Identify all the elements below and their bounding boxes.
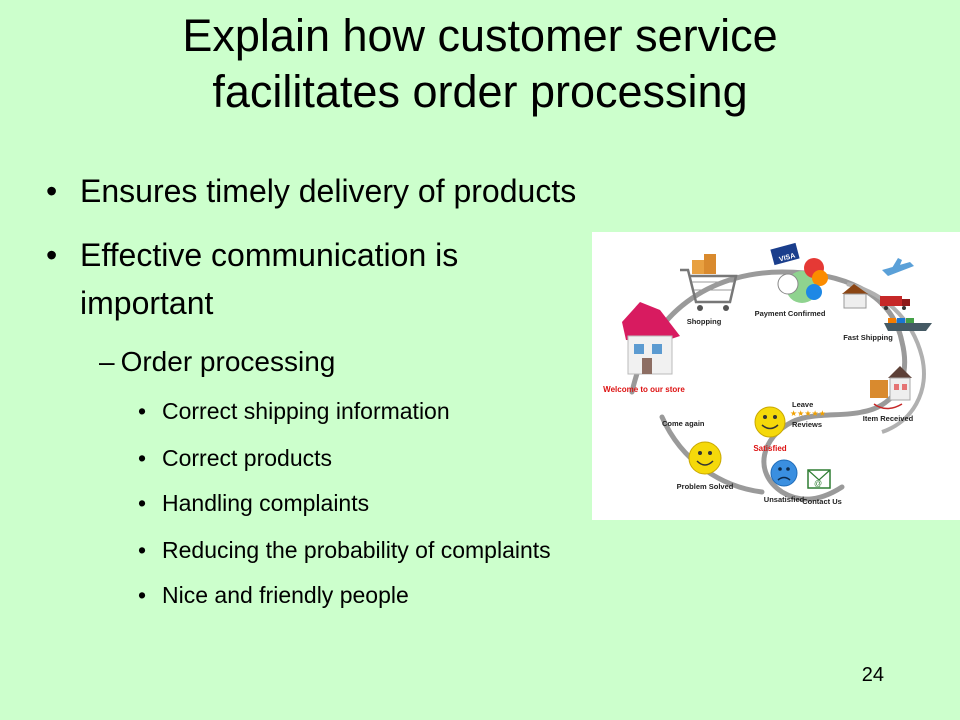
bullet-dot: • (138, 490, 147, 516)
order-cycle-diagram: Shopping VISA Payment Confirmed (592, 232, 960, 520)
label-reviews: Reviews (792, 420, 822, 429)
bullet-text-line-1: Effective communication is (80, 237, 459, 273)
bullet-dot: • (138, 582, 147, 608)
sub-bullet-dash: – (99, 346, 115, 377)
bullet-dot: • (138, 537, 147, 563)
at-symbol: @ (814, 479, 822, 488)
label-contact-us: Contact Us (802, 497, 842, 506)
loop-outer-path (846, 282, 926, 434)
rating-stars: ★★★★★ (790, 409, 826, 418)
slide-title: Explain how customer service facilitates… (60, 8, 900, 120)
item-received-icon (870, 366, 912, 410)
sub-sub-bullet-text: Correct shipping information (162, 398, 450, 424)
contact-envelope-icon: @ (807, 469, 831, 489)
sub-sub-bullet-text: Nice and friendly people (162, 582, 409, 608)
bullet-dot: • (46, 173, 58, 209)
label-item-received: Item Received (863, 414, 914, 423)
label-unsatisfied: Unsatisfied (764, 495, 805, 504)
shopping-cart-icon (680, 254, 738, 311)
cargo-ship-icon (884, 318, 932, 331)
bullet-text-line-2: important (80, 285, 214, 321)
label-shopping: Shopping (687, 317, 722, 326)
label-satisfied: Satisfied (753, 444, 786, 453)
label-come-again: Come again (662, 419, 705, 428)
smiley-satisfied-icon (754, 406, 786, 438)
label-payment-confirmed: Payment Confirmed (755, 309, 826, 318)
bullet-dot: • (46, 237, 58, 273)
label-problem-solved: Problem Solved (677, 482, 734, 491)
sub-bullet-text: Order processing (120, 346, 336, 377)
label-leave: Leave (792, 400, 813, 409)
sub-sub-bullet-text: Reducing the probability of complaints (162, 537, 551, 563)
bullet-dot: • (138, 398, 147, 424)
sub-sub-bullet-text: Correct products (162, 445, 333, 471)
page-number: 24 (861, 664, 884, 686)
label-fast-shipping: Fast Shipping (843, 333, 893, 342)
payment-cards-icon: VISA (770, 242, 828, 303)
label-welcome: Welcome to our store (603, 385, 685, 394)
bullet-dot: • (138, 445, 147, 471)
sub-sub-bullet-text: Handling complaints (162, 490, 370, 516)
slide-title-line-1: Explain how customer service (182, 10, 778, 61)
warehouse-icon (842, 284, 868, 309)
sub-bullet-item: –Order processing (99, 345, 335, 379)
bullet-text: Ensures timely delivery of products (80, 173, 577, 209)
truck-icon (880, 296, 910, 310)
visa-text: VISA (778, 253, 796, 264)
sad-face-icon (770, 459, 798, 487)
order-cycle-svg: Shopping VISA Payment Confirmed (603, 242, 932, 506)
smiley-problem-solved-icon (688, 441, 722, 475)
slide-title-line-2: facilitates order processing (212, 66, 748, 117)
welcome-house-icon (622, 302, 680, 375)
airplane-icon (882, 258, 914, 276)
